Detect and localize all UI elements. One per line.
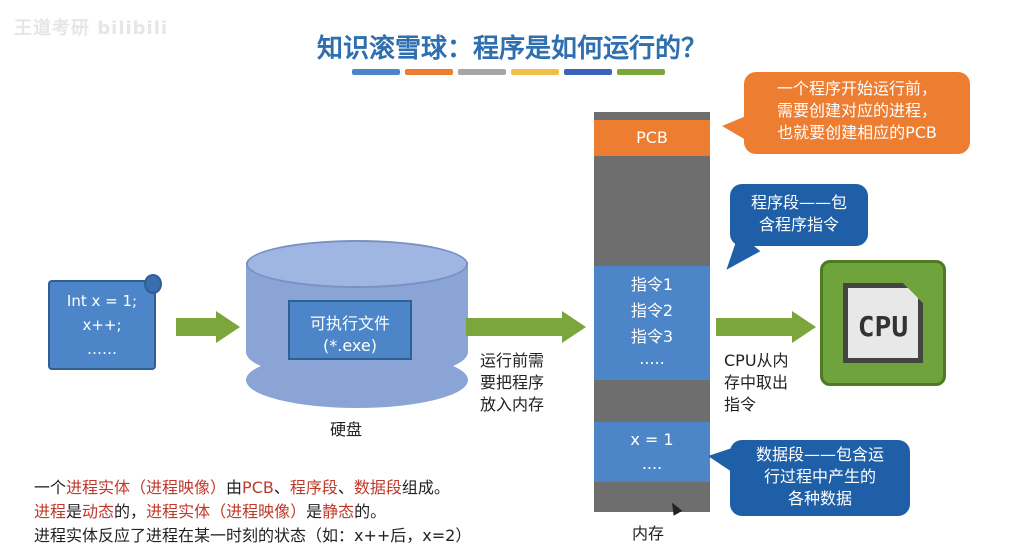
note-text: 是 <box>306 502 323 521</box>
load-text-line: 运行前需 <box>480 351 545 370</box>
title-bar-2 <box>405 69 453 75</box>
instruction-item: 指令1 <box>630 275 674 294</box>
disk-top <box>246 240 468 288</box>
note-highlight: 动态 <box>82 502 115 521</box>
note-text: 是 <box>66 502 83 521</box>
callout-line: 也就要创建相应的PCB <box>777 123 937 142</box>
callout-pcb: 一个程序开始运行前， 需要创建对应的进程， 也就要创建相应的PCB <box>722 72 970 154</box>
cpu-chip-core: CPU <box>843 283 923 363</box>
arrow-head-icon <box>792 311 816 343</box>
cpu-chip-icon: CPU <box>820 260 946 386</box>
note-highlight: 进程 <box>34 502 67 521</box>
arrow-right-icon <box>716 318 794 336</box>
scroll-curl-icon <box>144 274 162 294</box>
callout-line: 行过程中产生的 <box>763 467 876 486</box>
note-text: 、 <box>337 478 354 497</box>
exe-extension: (*.exe) <box>323 336 377 355</box>
note-highlight: 程序段 <box>289 478 338 497</box>
callout-line: 数据段——包含运 <box>755 445 884 464</box>
disk-label: 硬盘 <box>330 420 363 439</box>
note-highlight: PCB <box>242 478 274 497</box>
load-text-line: 要把程序 <box>480 373 545 392</box>
arrow-right-icon <box>466 318 564 336</box>
memory-label: 内存 <box>632 524 665 543</box>
load-text-line: 放入内存 <box>480 395 545 414</box>
executable-file-box: 可执行文件 (*.exe) <box>288 300 412 360</box>
load-description: 运行前需 要把程序 放入内存 <box>480 350 544 416</box>
code-line: …… <box>87 340 117 358</box>
title-bar-3 <box>458 69 506 75</box>
source-code-scroll: Int x = 1; x++; …… <box>48 274 162 370</box>
arrow-head-icon <box>562 311 586 343</box>
cpu-chip-label: CPU <box>857 310 909 343</box>
cpu-text-line: 存中取出 <box>724 373 789 392</box>
title-bar-5 <box>564 69 612 75</box>
instruction-item: ..... <box>639 349 665 368</box>
callout-tail <box>708 448 732 472</box>
cpu-fetch-description: CPU从内 存中取出 指令 <box>724 350 789 416</box>
note-highlight: 静态 <box>322 502 355 521</box>
arrow-head-icon <box>216 311 240 343</box>
note-line-3: 进程实体反应了进程在某一时刻的状态（如：x++后，x=2） <box>34 526 472 545</box>
callout-tail <box>715 233 761 279</box>
page-title: 知识滚雪球：程序是如何运行的？ <box>316 34 707 64</box>
note-text: 的， <box>114 502 147 521</box>
title-bar-1 <box>352 69 400 75</box>
callout-line: 一个程序开始运行前， <box>776 79 937 98</box>
exe-label: 可执行文件 <box>309 314 390 333</box>
note-highlight: 数据段 <box>353 478 402 497</box>
note-highlight: 进程实体（进程映像） <box>66 478 227 497</box>
instruction-item: 指令2 <box>630 301 674 320</box>
watermark: 王道考研 bilibili <box>14 18 169 39</box>
memory-program-segment: 指令1 指令2 指令3 ..... <box>594 266 710 380</box>
callout-tail <box>722 116 746 140</box>
callout-line: 需要创建对应的进程， <box>776 101 937 120</box>
code-line: Int x = 1; <box>66 292 138 310</box>
note-text: 组成。 <box>401 478 450 497</box>
callout-program-segment: 程序段——包 含程序指令 <box>715 184 868 279</box>
arrow-right-icon <box>176 318 218 336</box>
callout-line: 含程序指令 <box>758 215 839 234</box>
note-text: 由 <box>226 478 243 497</box>
note-text: 、 <box>273 478 290 497</box>
note-highlight: 进程实体（进程映像） <box>146 502 307 521</box>
cpu-text-line: CPU从内 <box>724 351 789 370</box>
note-text: 的。 <box>354 502 387 521</box>
title-bar-4 <box>511 69 559 75</box>
cpu-text-line: 指令 <box>724 395 757 414</box>
pcb-label: PCB <box>636 128 668 147</box>
note-line-2: 进程是动态的，进程实体（进程映像）是静态的。 <box>34 498 386 522</box>
callout-data-segment: 数据段——包含运 行过程中产生的 各种数据 <box>708 440 910 516</box>
data-item: .... <box>641 454 663 473</box>
memory-data-segment: x = 1 .... <box>594 422 710 482</box>
code-line: x++; <box>82 316 122 334</box>
note-line-1: 一个进程实体（进程映像）由PCB、程序段、数据段组成。 <box>34 474 450 498</box>
note-text: 一个 <box>34 478 67 497</box>
data-item: x = 1 <box>630 430 674 449</box>
callout-line: 各种数据 <box>787 489 852 508</box>
title-bar-6 <box>617 69 665 75</box>
instruction-item: 指令3 <box>630 327 674 346</box>
callout-line: 程序段——包 <box>750 193 847 212</box>
memory-pcb-block: PCB <box>594 120 710 156</box>
